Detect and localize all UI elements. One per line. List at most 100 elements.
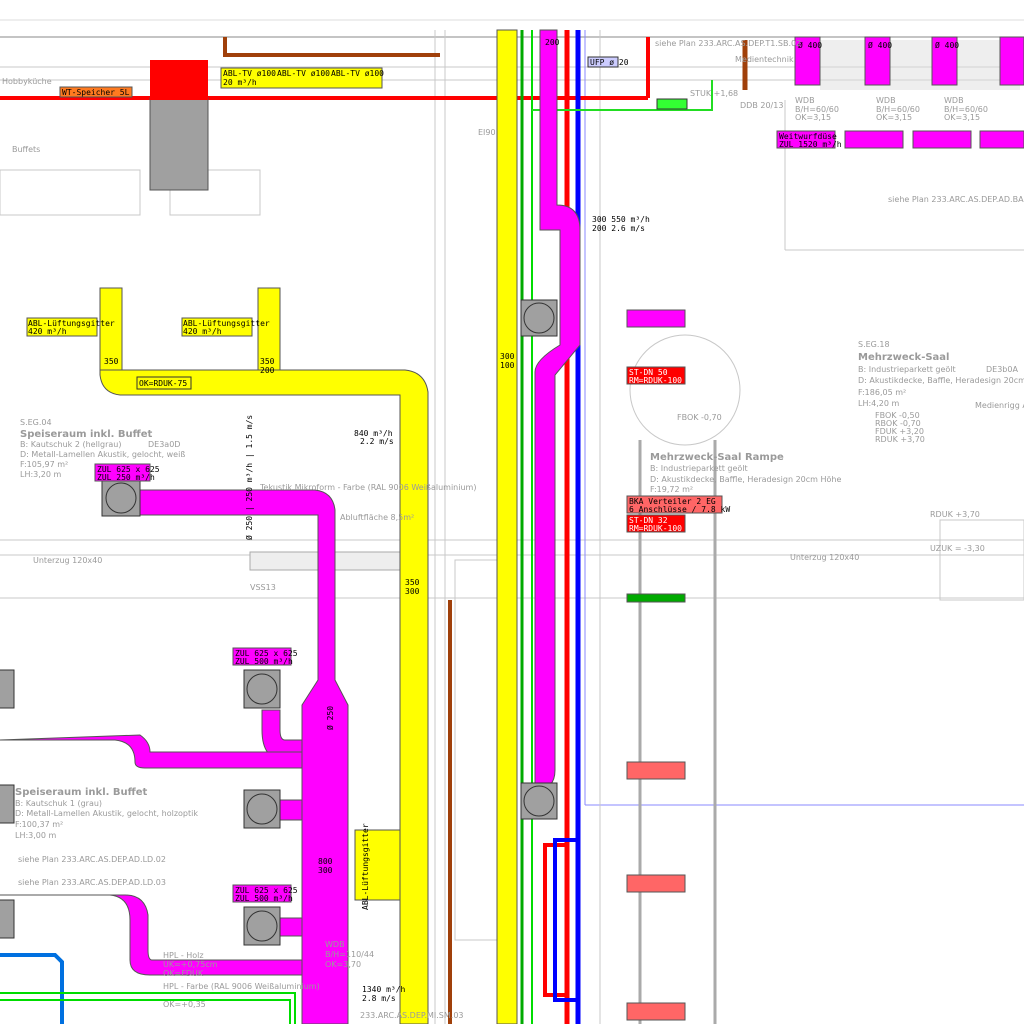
weitwurf-label: Weitwurfdüse (779, 132, 837, 141)
abl-gitter-flow: 420 m³/h (28, 327, 67, 336)
room-name: Mehrzweck-Saal (858, 352, 949, 363)
architecture-lines (0, 19, 1024, 1024)
plan-text: Buffets (12, 145, 40, 154)
plan-text: 233.ARC.AS.DEP.MI.SM.03 (360, 1011, 464, 1020)
plan-text: OK=3,70 (325, 960, 361, 969)
plan-text: S.EG.18 (858, 340, 890, 349)
duct-size: 800 (318, 857, 333, 866)
plan-text: HPL - Holz (163, 951, 204, 960)
zul-flow: ZUL 250 m³/h (97, 473, 155, 482)
fan-icon (0, 669, 15, 709)
plan-text: STUK +1,68 (690, 89, 738, 98)
room-labels: S.EG.04 Speiseraum inkl. Buffet B: Kauts… (2, 39, 1024, 1020)
diffuser-icons (0, 299, 558, 946)
plan-text: F:19,72 m² (650, 485, 693, 494)
plan-text: B/H=60/60 (944, 105, 988, 114)
plan-text: EI90 (478, 128, 496, 137)
fan-icon (0, 784, 15, 824)
zul-label: ZUL 625 x 625 (235, 649, 298, 658)
zul-label: ZUL 625 x 625 (97, 465, 160, 474)
plan-text: LH:3,20 m (20, 470, 62, 479)
plan-text: B: Kautschuk 2 (hellgrau) (20, 440, 121, 449)
flow-label: 1340 m³/h (362, 985, 406, 994)
abl-gitter-label: ABL-Lüftungsgitter (183, 319, 270, 328)
plan-text: VSS13 (250, 583, 276, 592)
plan-text: F:105,97 m² (20, 460, 68, 469)
plan-text: WDB (944, 96, 964, 105)
duct-size: 300 (500, 352, 515, 361)
bka-label: 6 Anschlüsse / 7.8 kW (629, 505, 730, 514)
weitwurf-tags: Weitwurfdüse ZUL 1520 m³/h (626, 130, 1024, 328)
duct-size: 350 (104, 357, 119, 366)
zul-flow: ZUL 500 m³/h (235, 894, 293, 903)
plan-text: Ø 250 | 250 m³/h | 1.5 m/s (244, 415, 254, 540)
gray-duct (149, 97, 209, 191)
plan-text: Medienrigg Alu (975, 401, 1024, 410)
fire-damper (150, 60, 208, 100)
fan-icon (0, 899, 15, 939)
plan-text: OK=3,15 (876, 113, 912, 122)
plan-text: HPL - Farbe (RAL 9006 Weißaluminium) (163, 982, 320, 991)
velocity-label: 200 2.6 m/s (592, 224, 645, 233)
plan-text: WDB (325, 940, 345, 949)
dia-label: Ø 400 (868, 40, 892, 50)
floor-code: DE3b0A (986, 365, 1018, 374)
fan-icon (243, 906, 281, 946)
plan-text: Medientechnik (735, 55, 794, 64)
weitwurf-flow: ZUL 1520 m³/h (779, 140, 842, 149)
plan-text: OK=3,15 (795, 113, 831, 122)
plan-text: B: Kautschuk 1 (grau) (15, 799, 102, 808)
plan-text: F:100,37 m² (15, 820, 63, 829)
plan-text: LH:3,00 m (15, 831, 57, 840)
bka-label: BKA Verteiler 2 EG (629, 497, 716, 506)
supply-ducts (0, 29, 1024, 1024)
plan-text: B/H=60/60 (876, 105, 920, 114)
fan-icon (243, 669, 281, 709)
plan-text: B/H=60/60 (795, 105, 839, 114)
plan-text: OK=FDUK (163, 969, 204, 978)
abl-tv-label: ABL-TV ø100 (331, 69, 384, 78)
pipe-label: RM=RDUK-100 (629, 524, 682, 533)
plan-text: Unterzug 120x40 (790, 553, 859, 562)
plan-text: S.EG.04 (20, 418, 52, 427)
velocity-label: 2.2 m/s (360, 437, 394, 446)
plan-text: WDB (795, 96, 815, 105)
pipe-label: RM=RDUK-100 (629, 376, 682, 385)
pipe-label: ST-DN 50 (629, 368, 668, 377)
plan-text: RDUK +3,70 (930, 510, 980, 519)
duct-size: 300 (318, 866, 333, 875)
abl-gitter-flow: 420 m³/h (183, 327, 222, 336)
duct-size: 350 (405, 578, 420, 587)
plan-text: OK=3,15 (944, 113, 980, 122)
duct-size: 350 (260, 357, 275, 366)
abl-gitter-label: ABL-Lüftungsgitter (28, 319, 115, 328)
ufp-label: UFP ø 20 (590, 58, 629, 67)
plan-text: siehe Plan 233.ARC.AS.DEP.AD.LD.03 (18, 878, 166, 887)
plan-text: DDB 20/13 (740, 101, 783, 110)
fan-icon (243, 789, 281, 829)
plan-text: FBOK -0,50 (875, 411, 920, 420)
plan-text: OK=+0,35 (163, 1000, 206, 1009)
plan-text: RDUK +3,70 (875, 435, 925, 444)
plan-text: siehe Plan 233.ARC.AS.DEP.AD.BA.01 (888, 195, 1024, 204)
plan-text: D: Akustikdecke, Baffle, Heradesign 20cm… (650, 475, 841, 484)
dia-label: Ø 400 (798, 40, 822, 50)
plan-text: UZUK = -3,30 (930, 544, 985, 553)
plan-text: RBOK -0,70 (875, 419, 921, 428)
flow-label: 840 m³/h (354, 429, 393, 438)
plan-text: ABL-Lüftungsgitter (361, 823, 370, 910)
room-name: Mehrzweck-Saal Rampe (650, 452, 784, 463)
floor-code: DE3a0D (148, 440, 180, 449)
abl-tv-flow: 20 m³/h (223, 78, 257, 87)
abl-tv-label: ABL-TV ø100 (223, 69, 276, 78)
dia-label: Ø 400 (935, 40, 959, 50)
plan-text: Tekustik Mikroform - Farbe (RAL 9006 Wei… (259, 483, 476, 492)
fan-icon (520, 299, 558, 337)
plan-text: D: Metall-Lamellen Akustik, gelocht, hol… (15, 809, 198, 818)
plan-text: WDB (876, 96, 896, 105)
room-name: Speiseraum inkl. Buffet (15, 787, 148, 798)
plan-text: LH:4,20 m (858, 399, 900, 408)
exhaust-ducts (99, 29, 518, 1024)
flow-label: 300 550 m³/h (592, 215, 650, 224)
